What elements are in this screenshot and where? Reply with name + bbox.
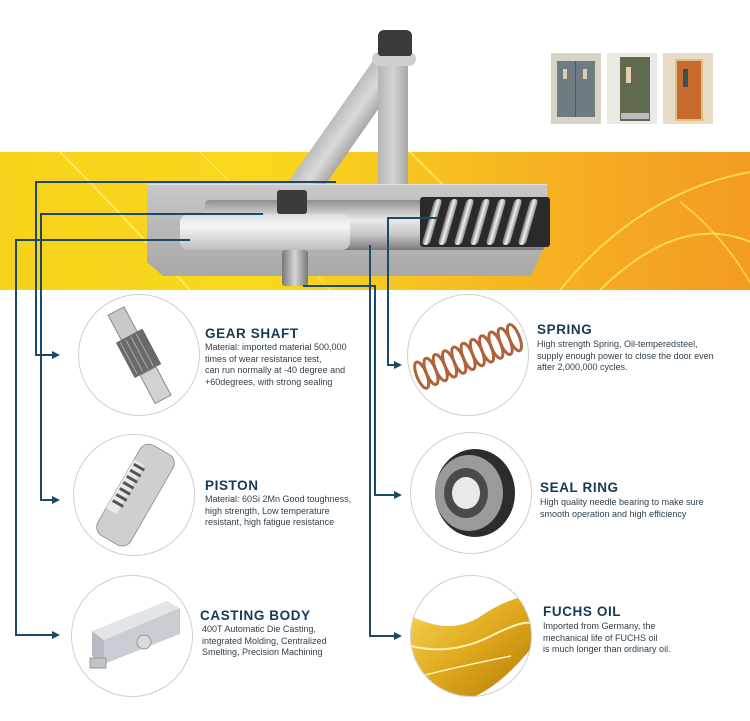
seal-ring-icon [435,449,515,537]
oil-icon [411,596,531,696]
gear-shaft-icon [107,306,172,405]
door-thumb-wooden [663,53,713,124]
spring-image [407,294,529,416]
spring-icon [413,323,523,390]
fuchs-oil-description: Imported from Germany, the mechanical li… [543,621,671,654]
gear-shaft-description: Material: imported material 500,000 time… [205,342,347,387]
casting-body-description: 400T Automatic Die Casting, integrated M… [202,624,327,657]
door-thumb-double-grey [551,53,601,124]
closer-spring-window [420,197,550,247]
closer-piston-inner [180,214,350,250]
seal-ring-title: SEAL RING [540,480,619,495]
casting-body-icon [89,601,180,669]
closer-arm-cap [378,30,412,56]
door-thumb-green [607,53,657,124]
gear-shaft-image [78,294,200,416]
seal-ring-description: High quality needle bearing to make sure… [540,497,704,519]
spring-title: SPRING [537,322,593,337]
gear-shaft-title: GEAR SHAFT [205,326,299,341]
closer-arm-vertical [378,64,408,189]
casting-body-title: CASTING BODY [200,608,311,623]
piston-description: Material: 60Si 2Mn Good toughness, high … [205,494,352,527]
closer-pinion-bottom [282,250,308,286]
fuchs-oil-title: FUCHS OIL [543,604,622,619]
fuchs-oil-image [410,575,532,697]
seal-ring-image [410,432,532,554]
piston-title: PISTON [205,478,259,493]
piston-image [73,434,195,556]
spring-description: High strength Spring, Oil-temperedsteel,… [537,339,714,372]
closer-pinion-top [277,190,307,214]
casting-body-image [71,575,193,697]
piston-icon [96,443,175,547]
